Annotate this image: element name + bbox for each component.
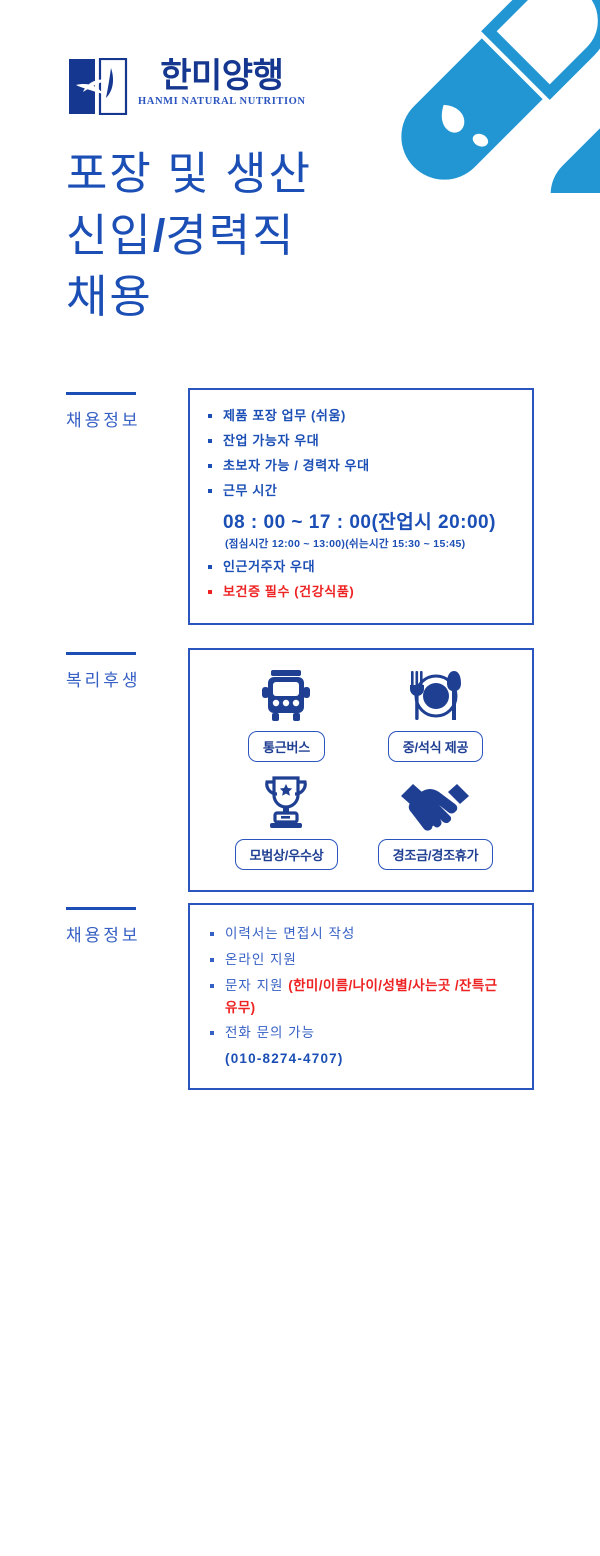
contact-phone-number[interactable]: (010-8274-4707): [225, 1051, 344, 1067]
list-item: 잔업 가능자 우대: [206, 431, 514, 451]
section-label-benefits: 복리후생: [66, 671, 141, 690]
apply-info-box: 이력서는 면접시 작성 온라인 지원 문자 지원 (한미/이름/나이/성별/사는…: [188, 903, 534, 1091]
section-label-recruit-info: 채용정보: [66, 411, 141, 430]
recruit-bullets-bottom: 인근거주자 우대 보건증 필수 (건강식품): [206, 557, 514, 602]
section-label-group: 채용정보: [66, 903, 188, 946]
list-item: 인근거주자 우대: [206, 557, 514, 577]
bus-icon: [257, 668, 315, 724]
sms-label: 문자 지원: [225, 977, 289, 993]
recruit-info-box: 제품 포장 업무 (쉬움) 잔업 가능자 우대 초보자 가능 / 경력자 우대 …: [188, 388, 534, 625]
section-benefits: 복리후생: [66, 648, 534, 892]
benefits-box: 통근버스: [188, 648, 534, 892]
headline-new: 신입: [66, 209, 153, 261]
section-apply-info: 채용정보 이력서는 면접시 작성 온라인 지원 문자 지원 (한미/이름/나이/…: [66, 903, 534, 1091]
section-label-group: 복리후생: [66, 648, 188, 691]
headline-slash: /: [152, 209, 166, 261]
benefits-grid: 통근버스: [212, 668, 510, 870]
headline-line-2: 신입/경력직: [66, 205, 312, 267]
benefit-condolence: 경조금/경조휴가: [377, 776, 494, 870]
handshake-icon: [399, 776, 471, 832]
section-rule: [66, 907, 136, 910]
section-label-apply-info: 채용정보: [66, 926, 141, 945]
list-item: 제품 포장 업무 (쉬움): [206, 406, 514, 426]
hanmi-leaf-logo-icon: [69, 58, 128, 115]
benefit-label: 경조금/경조휴가: [377, 839, 494, 870]
apply-bullets: 이력서는 면접시 작성 온라인 지원 문자 지원 (한미/이름/나이/성별/사는…: [208, 923, 512, 1044]
section-recruit-info: 채용정보 제품 포장 업무 (쉬움) 잔업 가능자 우대 초보자 가능 / 경력…: [66, 388, 534, 625]
sms-required-fields: (한미/이름/나이/성별/사는곳 /잔특근 유무): [225, 977, 498, 1015]
list-item: 초보자 가능 / 경력자 우대: [206, 456, 514, 476]
trophy-icon: [257, 776, 315, 832]
list-item-sms: 문자 지원 (한미/이름/나이/성별/사는곳 /잔특근 유무): [208, 975, 512, 1019]
headline-line-3: 채용: [66, 271, 153, 323]
page-title: 포장 및 생산 신입/경력직 채용: [66, 143, 312, 328]
benefit-label: 모범상/우수상: [234, 839, 339, 870]
benefit-awards: 모범상/우수상: [234, 776, 339, 870]
list-item: 온라인 지원: [208, 949, 512, 971]
headline-experienced: 경력직: [165, 209, 296, 261]
list-item: 이력서는 면접시 작성: [208, 923, 512, 945]
work-hours-main: 08 : 00 ~ 17 : 00(잔업시 20:00): [223, 511, 496, 533]
benefit-label: 통근버스: [247, 731, 326, 762]
list-item: 근무 시간: [206, 481, 514, 501]
company-name-en: HANMI NATURAL NUTRITION: [138, 95, 306, 107]
benefit-label: 중/석식 제공: [387, 731, 484, 762]
list-item-required: 보건증 필수 (건강식품): [206, 582, 514, 602]
section-rule: [66, 392, 136, 395]
section-rule: [66, 652, 136, 655]
benefit-commuter-bus: 통근버스: [247, 668, 326, 762]
capsule-pill-graphic: [401, 0, 600, 193]
list-item: 전화 문의 가능: [208, 1022, 512, 1044]
work-hours-sub: (점심시간 12:00 ~ 13:00)(쉬는시간 15:30 ~ 15:45): [225, 537, 466, 550]
plate-cutlery-icon: [404, 668, 468, 724]
section-label-group: 채용정보: [66, 388, 188, 431]
benefit-meals: 중/석식 제공: [387, 668, 484, 762]
headline-line-1: 포장 및 생산: [66, 148, 313, 199]
recruit-bullets-top: 제품 포장 업무 (쉬움) 잔업 가능자 우대 초보자 가능 / 경력자 우대 …: [206, 406, 514, 502]
company-name-ko: 한미양행: [160, 57, 284, 95]
company-logo: 한미양행 HANMI NATURAL NUTRITION: [68, 58, 306, 115]
